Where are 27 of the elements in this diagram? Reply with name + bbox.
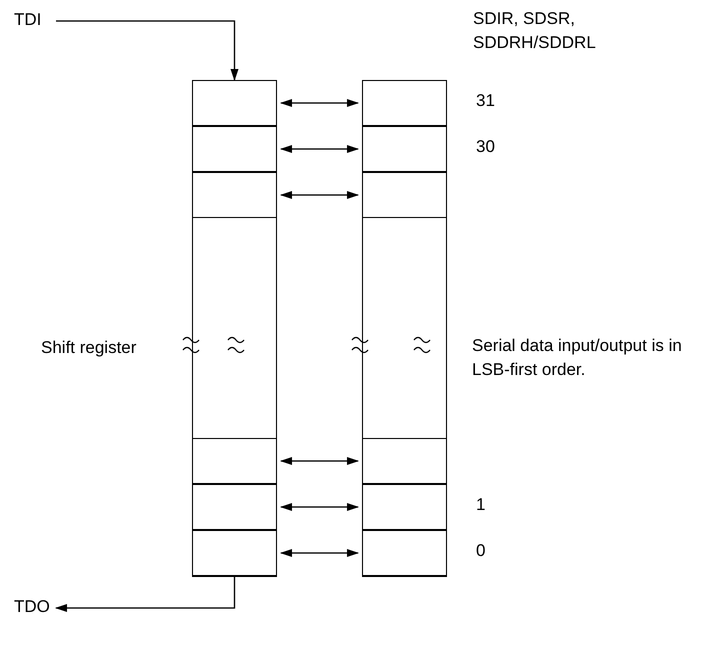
- arrow: [280, 145, 359, 153]
- register-cell: [192, 484, 277, 530]
- register-cell: [362, 126, 447, 172]
- signal-name: TDI: [14, 10, 42, 30]
- arrow: [280, 549, 359, 557]
- arrow: [56, 20, 238, 81]
- arrow: [280, 503, 359, 511]
- arrow: [55, 576, 236, 612]
- bit-number: 0: [476, 541, 486, 561]
- register-cell: [192, 438, 277, 484]
- note-text: Serial data input/output is in LSB-first order.: [472, 335, 683, 381]
- arrow: [280, 457, 359, 465]
- bit-number: 31: [476, 91, 495, 111]
- signal-name: TDO: [14, 597, 50, 617]
- register-cell: [192, 126, 277, 172]
- register-cell: [362, 484, 447, 530]
- register-cell: [192, 172, 277, 218]
- arrow: [280, 99, 359, 107]
- register-cell: [192, 530, 277, 576]
- bit-number: 30: [476, 137, 495, 157]
- register-name: Shift register: [41, 338, 136, 358]
- register-name: SDIR, SDSR, SDDRH/SDDRL: [473, 8, 597, 54]
- register-cell: [362, 530, 447, 576]
- bit-number: 1: [476, 495, 486, 515]
- register-cell: [362, 172, 447, 218]
- register-cell: [362, 438, 447, 484]
- arrow: [280, 191, 359, 199]
